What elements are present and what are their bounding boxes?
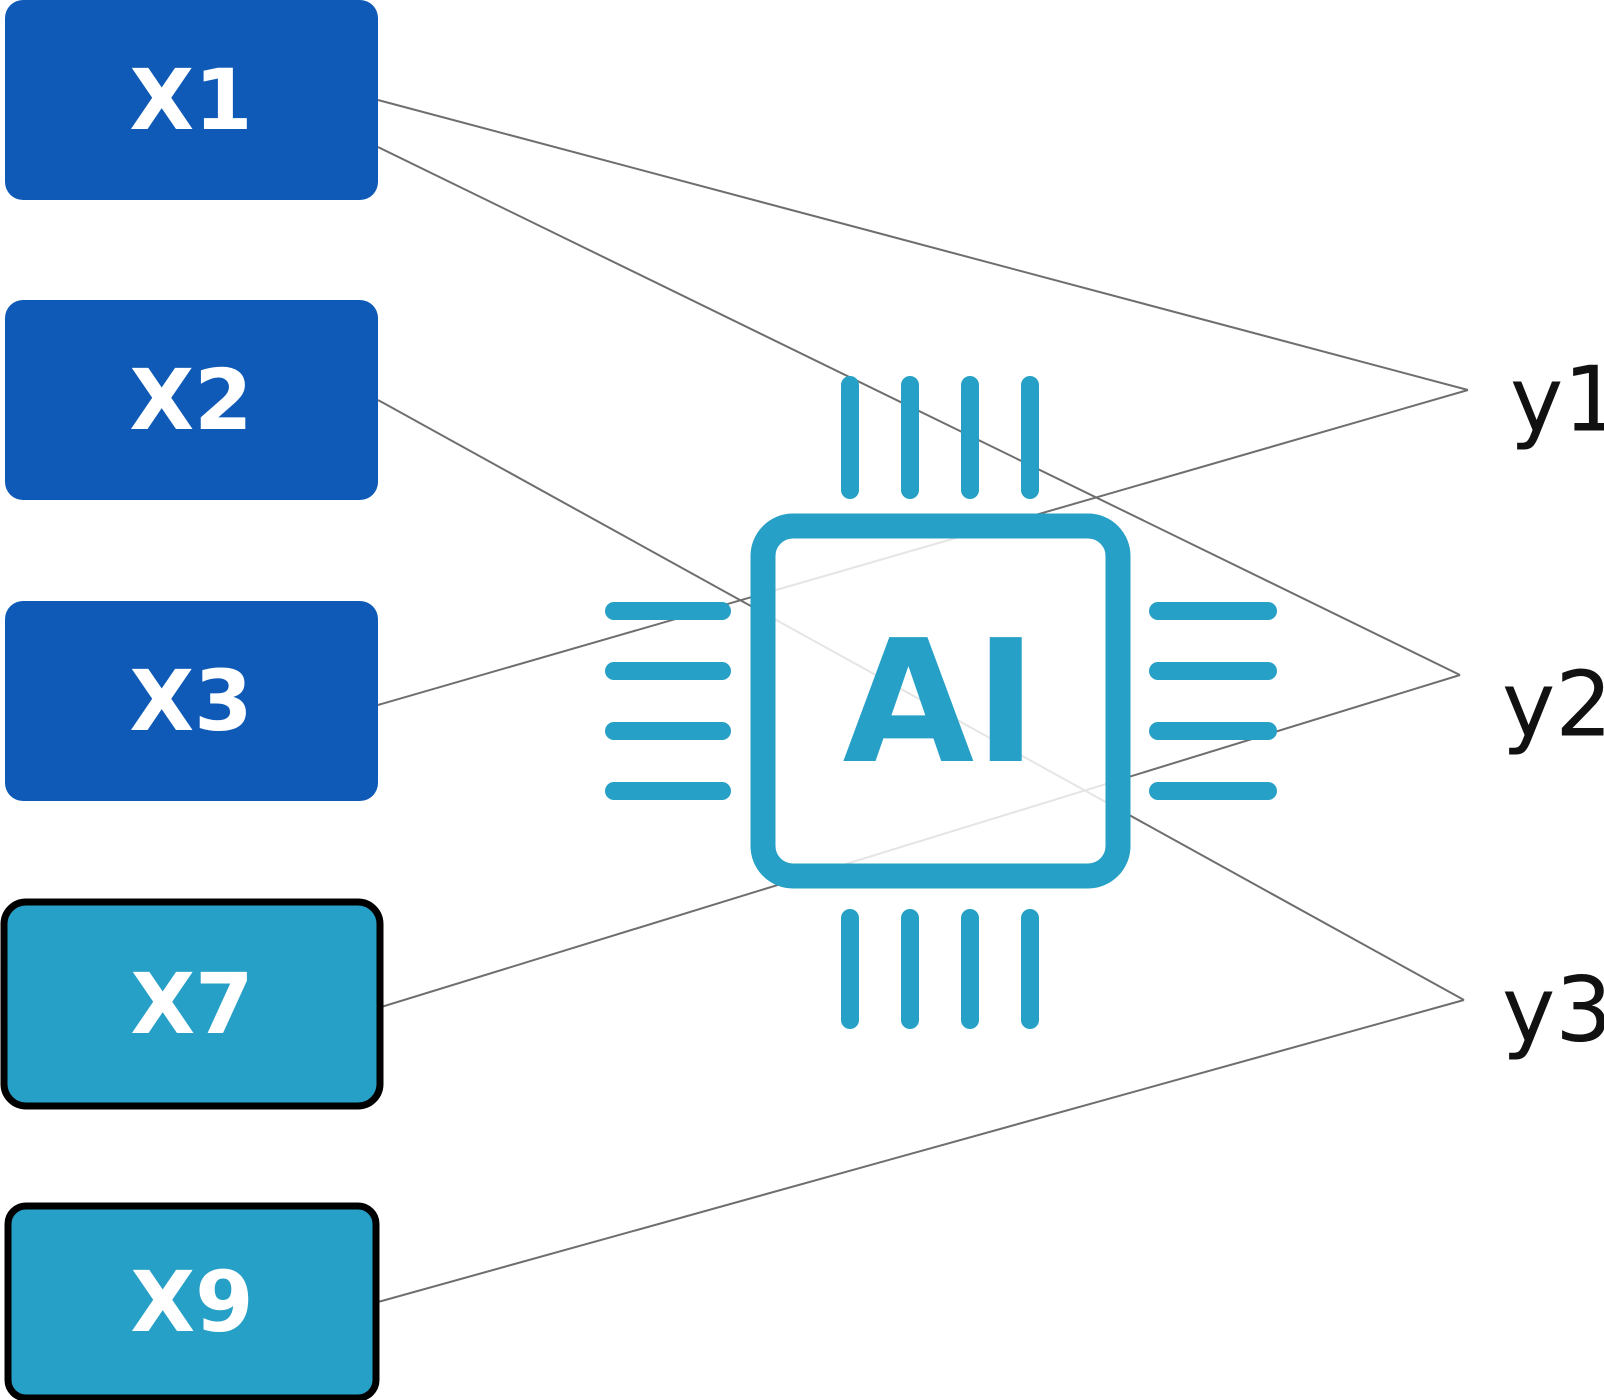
input-label: X1: [129, 51, 252, 149]
chip-body: [750, 513, 1131, 889]
input-label: X3: [129, 652, 252, 750]
input-label: X2: [129, 351, 252, 449]
input-box: [5, 300, 378, 500]
input-node-x2[interactable]: X2: [5, 300, 378, 500]
output-label-y2: y2: [1502, 653, 1604, 758]
input-box: [4, 1202, 380, 1400]
output-label-y1: y1: [1510, 348, 1604, 453]
input-label: X9: [130, 1253, 253, 1351]
input-box: [5, 601, 378, 801]
input-node-x9[interactable]: X9: [4, 1202, 380, 1400]
chip-label: AI: [843, 604, 1038, 802]
input-box: [0, 898, 384, 1110]
connection-x9-y3: [377, 999, 1465, 1303]
input-box: [5, 0, 378, 200]
output-label-y3: y3: [1502, 958, 1604, 1063]
input-label: X7: [130, 955, 253, 1053]
input-node-x7[interactable]: X7: [0, 898, 384, 1110]
input-nodes: X1 X2 X3 X7 X9: [0, 0, 384, 1400]
input-node-x3[interactable]: X3: [5, 601, 378, 801]
ai-chip-icon: AI: [605, 376, 1277, 1029]
connection-x1-y1: [377, 99, 1469, 391]
output-nodes: y1 y2 y3: [1502, 348, 1604, 1063]
input-node-x1[interactable]: X1: [5, 0, 378, 200]
